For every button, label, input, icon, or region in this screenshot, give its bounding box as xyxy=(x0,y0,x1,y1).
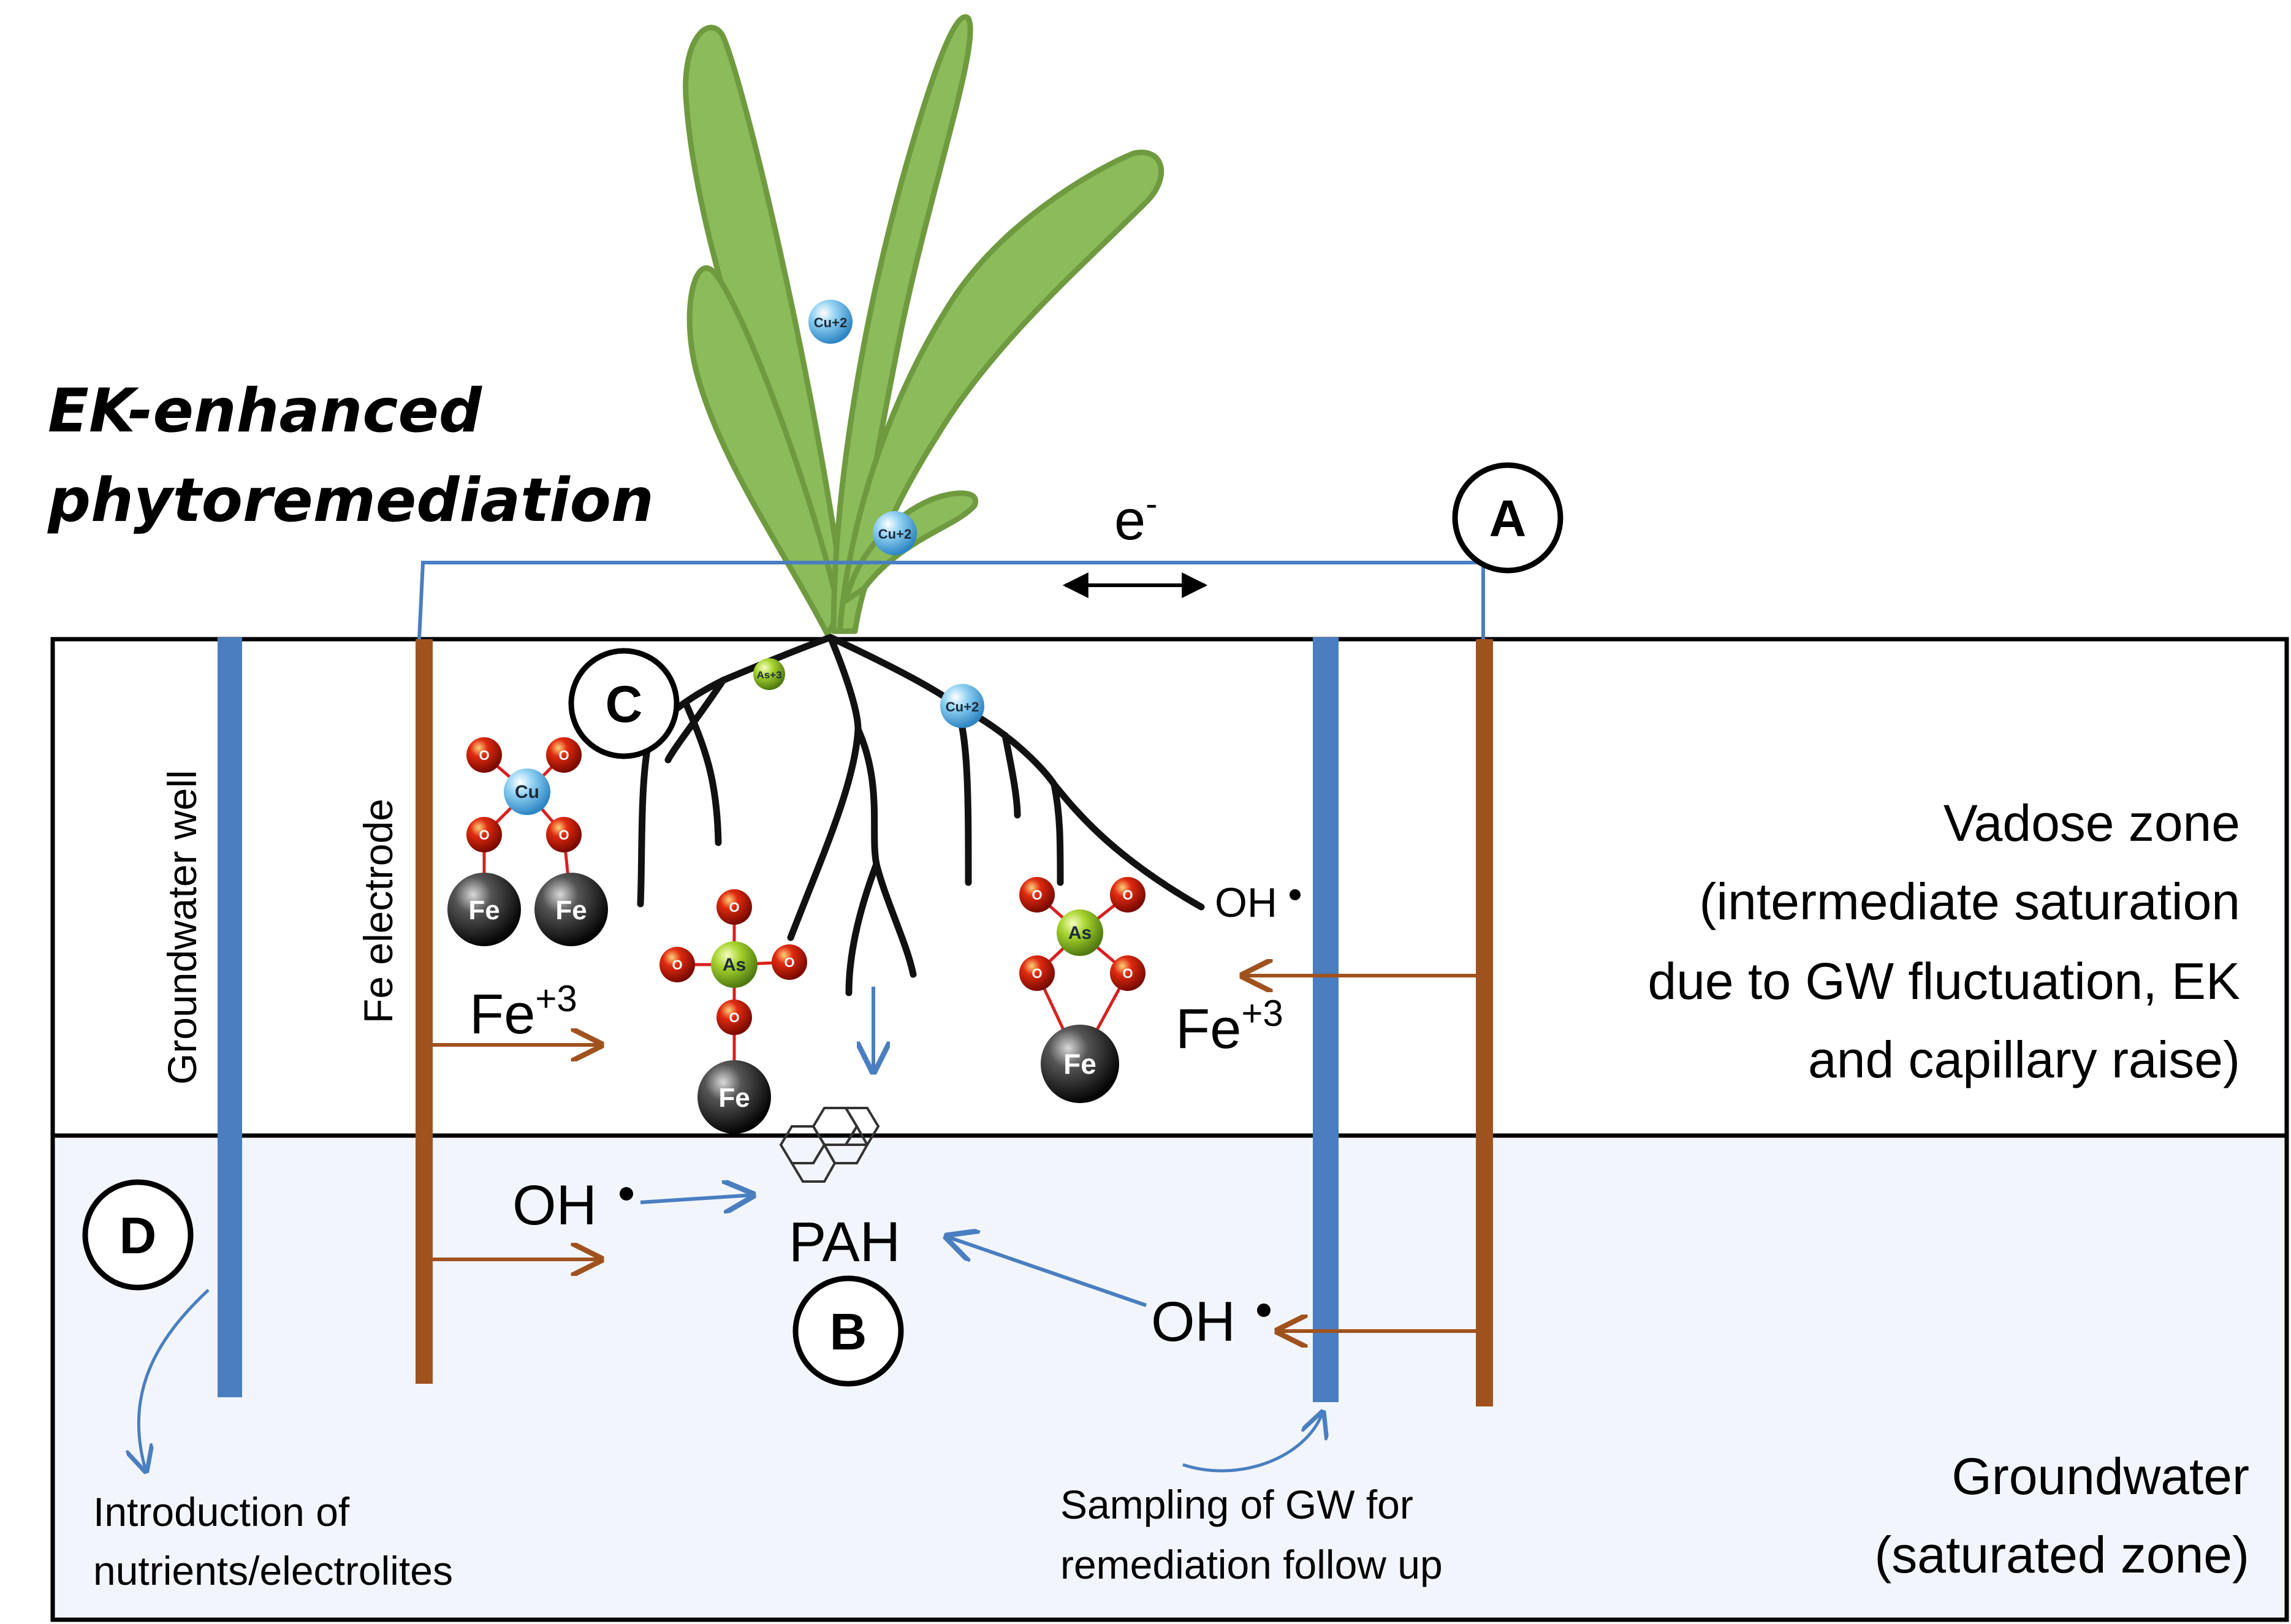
oh-right-label: OH xyxy=(1151,1291,1236,1353)
leaf-left xyxy=(686,265,843,637)
cu2-ion-leaf-lower: Cu+2 xyxy=(873,511,917,555)
svg-text:O: O xyxy=(729,900,739,915)
svg-text:Cu: Cu xyxy=(515,782,539,802)
fe-electrode-left xyxy=(416,639,433,1384)
oh-right-dot xyxy=(1257,1303,1271,1317)
groundwater-well-left xyxy=(218,637,242,1397)
svg-text:O: O xyxy=(672,957,682,973)
introduction-note: Introduction of nutrients/electrolites xyxy=(93,1489,453,1593)
svg-text:Cu+2: Cu+2 xyxy=(814,315,847,330)
sampling-note: Sampling of GW for remediation follow up xyxy=(1060,1482,1443,1587)
svg-text:(intermediate saturation: (intermediate saturation xyxy=(1700,873,2240,930)
oh-right-arrow xyxy=(947,1237,1147,1307)
svg-text:D: D xyxy=(120,1207,157,1264)
marker-a: A xyxy=(1452,462,1563,574)
svg-text:As+3: As+3 xyxy=(756,669,781,681)
as-fe-complex-center: O O O O As Fe xyxy=(659,889,807,1134)
fe-electrode-right xyxy=(1476,639,1493,1406)
marker-d: D xyxy=(82,1179,194,1291)
svg-text:O: O xyxy=(729,1010,739,1025)
svg-text:nutrients/electrolites: nutrients/electrolites xyxy=(93,1548,453,1593)
groundwater-description: Groundwater (saturated zone) xyxy=(1874,1448,2249,1584)
svg-text:Fe: Fe xyxy=(1063,1048,1096,1080)
as-fe-complex-right: O O O O As Fe xyxy=(1019,877,1146,1103)
svg-text:O: O xyxy=(784,955,794,970)
svg-text:Cu+2: Cu+2 xyxy=(946,699,979,715)
vadose-zone-description: Vadose zone (intermediate saturation due… xyxy=(1648,794,2241,1088)
cu-fe-complex: O O O O Cu Fe Fe xyxy=(447,737,608,946)
svg-text:Fe: Fe xyxy=(555,895,587,925)
as3-ion-root: As+3 xyxy=(753,658,785,690)
svg-text:Groundwater: Groundwater xyxy=(1951,1448,2249,1505)
groundwater-well-label: Groundwater well xyxy=(159,770,205,1085)
pah-label: PAH xyxy=(789,1211,900,1273)
leaf-right-long xyxy=(837,150,1164,634)
title-line-1: EK-enhanced xyxy=(48,376,482,446)
svg-text:and capillary raise): and capillary raise) xyxy=(1808,1031,2240,1088)
svg-text:C: C xyxy=(606,675,643,733)
svg-text:O: O xyxy=(479,748,489,763)
marker-b: B xyxy=(792,1275,904,1387)
cu2-ion-leaf-upper: Cu+2 xyxy=(808,300,853,344)
oh-small-label: OH xyxy=(1215,879,1277,926)
svg-text:As: As xyxy=(1068,923,1092,943)
oh-left-arrow xyxy=(640,1195,753,1202)
cu2-ion-root: Cu+2 xyxy=(940,684,984,728)
svg-text:B: B xyxy=(830,1303,867,1360)
svg-text:Cu+2: Cu+2 xyxy=(878,526,911,542)
groundwater-well-right xyxy=(1313,637,1339,1402)
svg-text:Sampling of GW for: Sampling of GW for xyxy=(1060,1482,1413,1527)
svg-text:Introduction of: Introduction of xyxy=(93,1489,350,1535)
svg-text:Vadose zone: Vadose zone xyxy=(1943,794,2240,852)
svg-text:remediation follow up: remediation follow up xyxy=(1060,1542,1443,1587)
svg-text:O: O xyxy=(1032,966,1042,981)
pah-molecule xyxy=(779,1107,880,1183)
oh-left-label: OH xyxy=(512,1174,597,1237)
svg-text:Fe: Fe xyxy=(468,895,500,925)
electron-label: e- xyxy=(1114,484,1158,552)
fe3-left-label: Fe+3 xyxy=(469,978,577,1045)
svg-text:O: O xyxy=(479,827,489,843)
sampling-arrow xyxy=(1182,1413,1323,1473)
title-line-2: phytoremediation xyxy=(47,466,654,536)
svg-text:A: A xyxy=(1489,490,1527,547)
svg-text:O: O xyxy=(1122,887,1133,903)
svg-text:O: O xyxy=(558,748,569,763)
circuit-wire xyxy=(417,561,1485,640)
introduction-arrow xyxy=(139,1289,210,1471)
svg-text:O: O xyxy=(558,827,569,843)
plant xyxy=(683,14,1164,637)
svg-text:O: O xyxy=(1122,966,1133,981)
marker-c: C xyxy=(568,648,680,759)
oh-small-dot xyxy=(1290,889,1301,900)
svg-text:O: O xyxy=(1032,887,1042,903)
svg-text:As: As xyxy=(723,955,746,975)
fe3-right-label: Fe+3 xyxy=(1176,993,1283,1060)
fe-electrode-label: Fe electrode xyxy=(355,799,401,1023)
svg-text:Fe: Fe xyxy=(718,1083,750,1113)
oh-left-dot xyxy=(620,1187,633,1201)
svg-text:due to GW fluctuation, EK: due to GW fluctuation, EK xyxy=(1648,952,2241,1010)
svg-text:(saturated zone): (saturated zone) xyxy=(1874,1526,2249,1584)
